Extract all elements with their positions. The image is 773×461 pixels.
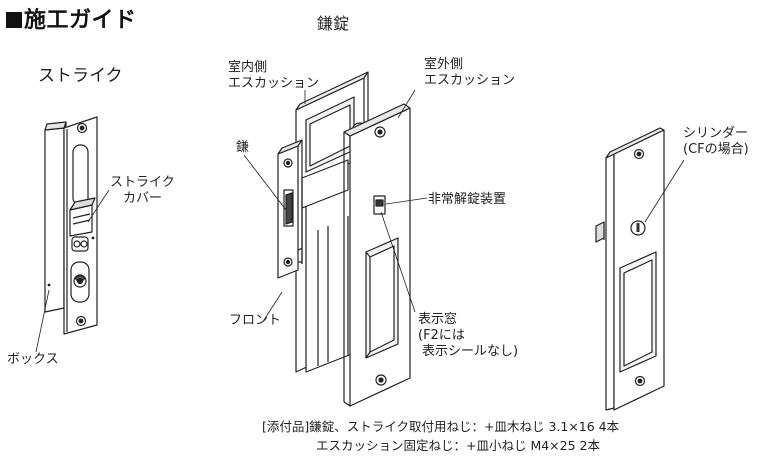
- indoor-escutcheon-label-line1: 室内側: [228, 60, 268, 75]
- cylinder-plate-assembly: [595, 127, 685, 411]
- indoor-escutcheon-label: 室内側 エスカッション: [228, 60, 319, 92]
- lock-assembly: [243, 71, 428, 407]
- cylinder-label-line1: シリンダー: [683, 126, 749, 141]
- accessories-note-line2: エスカッション固定ねじ：+皿小ねじ M4×25 2本: [316, 438, 600, 453]
- strike-heading: ストライク: [38, 66, 123, 86]
- page-title: 施工ガイド: [6, 2, 137, 34]
- front-label: フロント: [229, 313, 282, 328]
- indicator-window-label: 表示窓 (F2には 表示シールなし): [418, 312, 518, 360]
- strike-cover-label-line2: カバー: [123, 191, 163, 206]
- strike-cover-label-line1: ストライク: [110, 175, 175, 190]
- accessories-note-line1: [添付品]鎌錠、ストライク取付用ねじ：+皿木ねじ 3.1×16 4本: [262, 419, 620, 434]
- outdoor-escutcheon-label-line2: エスカッション: [424, 73, 516, 88]
- strike-assembly: [35, 116, 110, 353]
- indicator-window-label-line1: 表示窓: [418, 312, 458, 327]
- indicator-window-label-line2: (F2には: [418, 328, 465, 343]
- lock-heading: 鎌錠: [317, 14, 350, 33]
- page-title-text: 施工ガイド: [24, 8, 137, 33]
- cylinder-label-line2: (CFの場合): [683, 142, 749, 157]
- cylinder-label: シリンダー (CFの場合): [683, 126, 749, 158]
- indicator-window-label-line3: 表示シールなし): [422, 344, 519, 359]
- emergency-release-label: 非常解錠装置: [428, 192, 507, 207]
- outdoor-escutcheon-label: 室外側 エスカッション: [424, 57, 515, 89]
- hook-label: 鎌: [236, 140, 250, 155]
- indoor-escutcheon-label-line2: エスカッション: [228, 76, 320, 91]
- box-label: ボックス: [7, 352, 59, 367]
- strike-cover-label: ストライク カバー: [110, 175, 175, 207]
- title-square-icon: [6, 12, 22, 28]
- outdoor-escutcheon-label-line1: 室外側: [424, 57, 464, 72]
